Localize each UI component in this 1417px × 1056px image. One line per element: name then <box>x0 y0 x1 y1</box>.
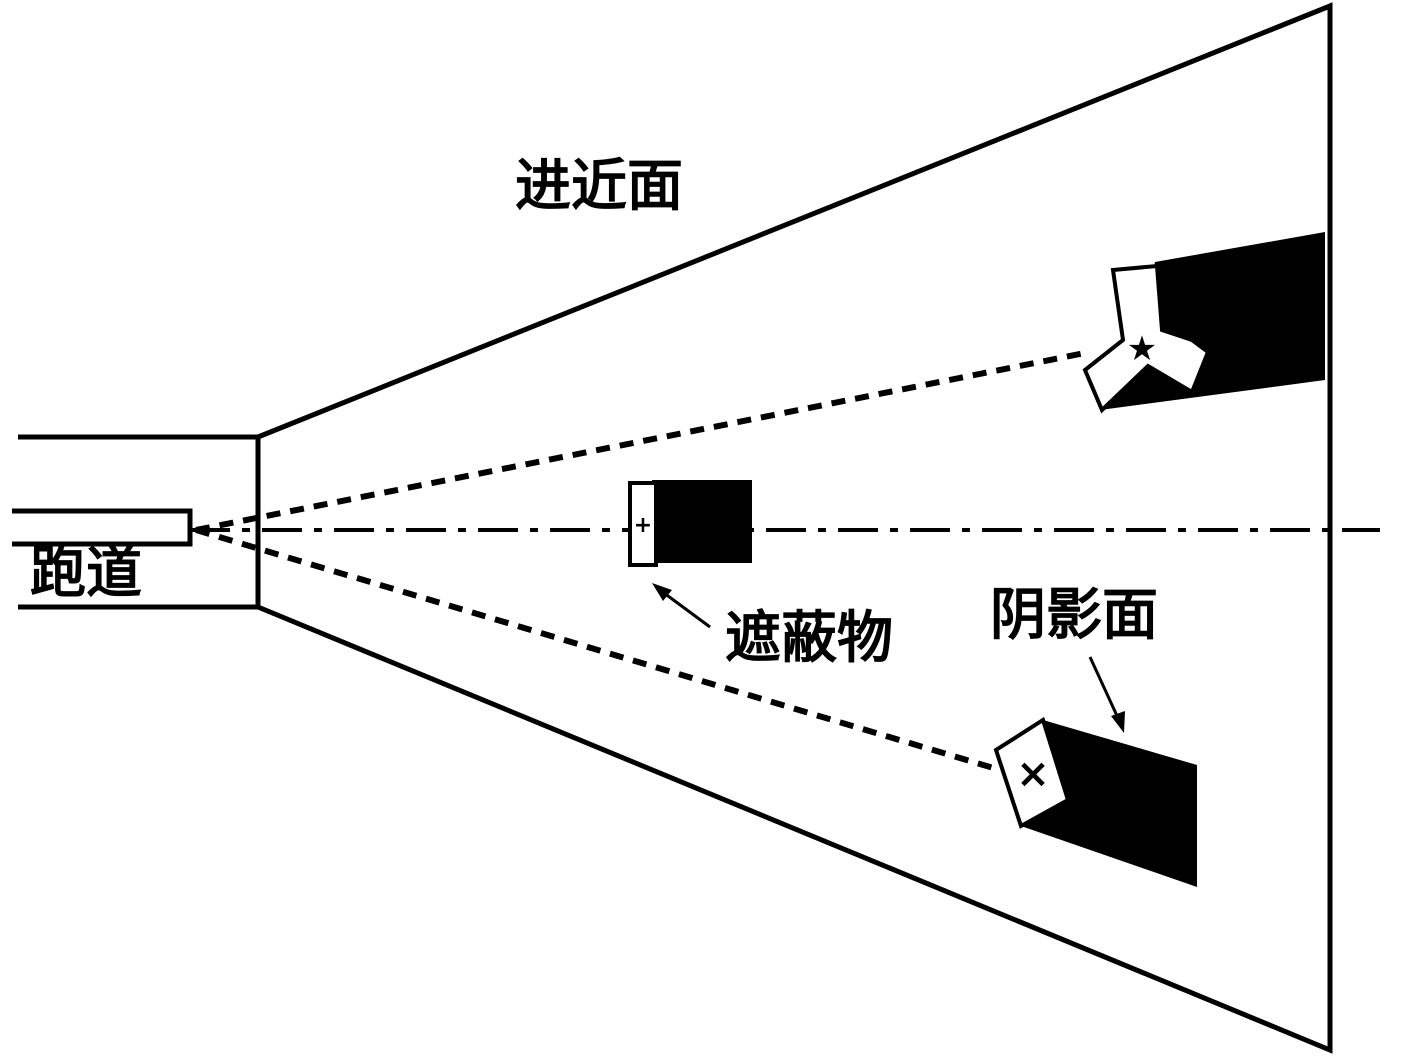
upper-obstacle-group: ★ <box>1082 232 1325 414</box>
obstacle-callout-arrow <box>652 583 711 629</box>
runway-label: 跑道 <box>30 541 142 606</box>
runway-threshold-marker <box>12 508 193 547</box>
lower-obstacle-mark: × <box>1016 751 1050 797</box>
sight-line-lower <box>195 527 1001 773</box>
upper-obstacle-mark: ★ <box>1127 329 1157 369</box>
upper-obstacle <box>1082 263 1211 414</box>
center-obstacle <box>628 481 658 567</box>
approach-surface-label: 进近面 <box>515 154 683 219</box>
shadow-surface-label: 阴影面 <box>990 583 1158 648</box>
sight-line-upper <box>195 349 1091 533</box>
center-obstacle-mark: + <box>634 513 652 538</box>
center-shadow <box>652 480 752 563</box>
shadow-callout-arrow <box>1088 656 1125 733</box>
center-obstacle-group: + <box>628 480 752 567</box>
approach-surface <box>255 2 1333 1054</box>
runway <box>12 434 258 610</box>
lower-obstacle <box>993 716 1071 829</box>
approach-surface-outline <box>255 2 1333 1054</box>
lower-shadow <box>1021 720 1197 887</box>
lower-obstacle-group: × <box>993 716 1197 887</box>
obstacle-label: 遮蔽物 <box>725 606 893 671</box>
